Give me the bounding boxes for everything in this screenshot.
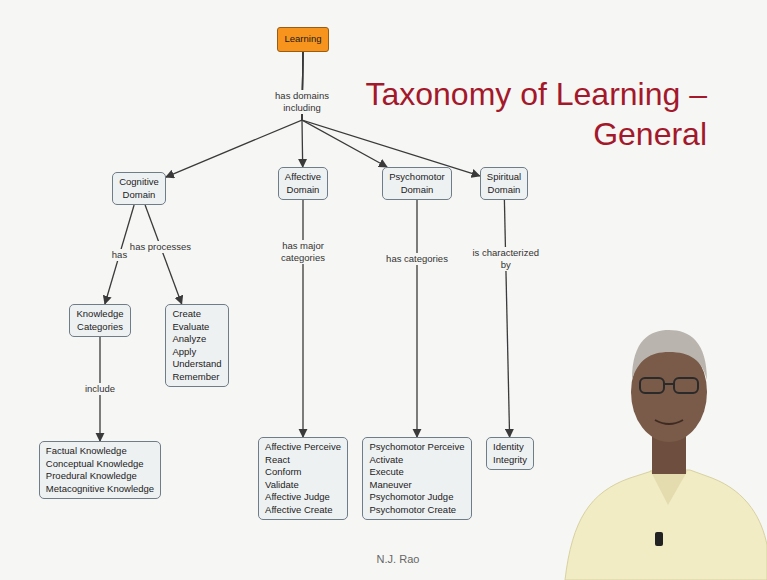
connector-arrow <box>416 200 417 437</box>
text-line: Psychomotor Create <box>369 504 464 517</box>
node-text: Psychomotor Perceive Activate Execute Ma… <box>369 441 464 516</box>
node-text: Create Evaluate Analyze Apply Understand… <box>172 308 221 383</box>
connector-arrow <box>145 205 182 304</box>
concept-box: Identity Integrity <box>486 437 534 470</box>
text-line: Execute <box>369 466 464 479</box>
text-line: Psychomotor <box>389 171 444 184</box>
text-line: Conform <box>265 466 341 479</box>
text-line: is characterized <box>472 247 539 259</box>
connector-arrow <box>302 200 303 437</box>
connector-arrow <box>166 52 303 178</box>
text-line: Affective Judge <box>265 491 341 504</box>
text-line: Create <box>172 308 221 321</box>
text-line: Factual Knowledge <box>46 445 154 458</box>
node-text: Identity Integrity <box>493 441 527 466</box>
text-line: Domain <box>389 184 444 197</box>
concept-box: Knowledge Categories <box>69 304 130 337</box>
text-line: Integrity <box>493 454 527 467</box>
concept-box: Affective Perceive React Conform Validat… <box>258 437 348 520</box>
text-line: by <box>472 259 539 271</box>
text-line: Categories <box>76 321 123 334</box>
concept-box: Create Evaluate Analyze Apply Understand… <box>165 304 228 387</box>
text-line: Affective <box>285 171 321 184</box>
text-line: Affective Create <box>265 504 341 517</box>
concept-box: Cognitive Domain <box>112 172 166 205</box>
text-line: Evaluate <box>172 321 221 334</box>
root-concept-box: Learning <box>277 27 330 52</box>
node-text: Cognitive Domain <box>119 176 159 201</box>
concept-box: Affective Domain <box>278 167 328 200</box>
concept-box: Psychomotor Domain <box>382 167 451 200</box>
connector-arrow <box>105 205 134 304</box>
text-line: categories <box>281 252 325 264</box>
text-line: Maneuver <box>369 479 464 492</box>
link-phrase: has categories <box>384 253 450 265</box>
text-line: Apply <box>172 346 221 359</box>
text-line: Cognitive <box>119 176 159 189</box>
link-phrase: include <box>83 383 117 395</box>
text-line: has domains <box>275 90 329 102</box>
text-line: Conceptual Knowledge <box>46 458 154 471</box>
text-line: Identity <box>493 441 527 454</box>
text-line: Analyze <box>172 333 221 346</box>
text-line: Activate <box>369 454 464 467</box>
concept-box: Spiritual Domain <box>480 167 528 200</box>
text-line: Psychomotor Judge <box>369 491 464 504</box>
text-line: including <box>275 102 329 114</box>
text-line: React <box>265 454 341 467</box>
text-line: General <box>365 114 707 154</box>
text-line: Domain <box>285 184 321 197</box>
node-text: Affective Domain <box>285 171 321 196</box>
slide-title: Taxonomy of Learning – General <box>365 74 707 154</box>
text-line: has major <box>281 240 325 252</box>
text-line: Affective Perceive <box>265 441 341 454</box>
node-text: Knowledge Categories <box>76 308 123 333</box>
link-phrase: has domains including <box>273 90 331 114</box>
text-line: Taxonomy of Learning – <box>365 74 707 114</box>
author-credit: N.J. Rao <box>377 553 420 565</box>
link-phrase: has <box>110 249 129 261</box>
text-line: Proedural Knowledge <box>46 470 154 483</box>
link-phrase: is characterized by <box>470 247 541 271</box>
node-text: Spiritual Domain <box>487 171 521 196</box>
link-phrase: has processes <box>128 241 193 253</box>
node-text: Factual Knowledge Conceptual Knowledge P… <box>46 445 154 495</box>
connector-arrow <box>504 200 509 437</box>
text-line: Spiritual <box>487 171 521 184</box>
link-phrase: has major categories <box>279 240 327 264</box>
text-line: Metacognitive Knowledge <box>46 483 154 496</box>
node-text: Learning <box>285 33 322 46</box>
node-text: Psychomotor Domain <box>389 171 444 196</box>
text-line: Knowledge <box>76 308 123 321</box>
text-line: Remember <box>172 371 221 384</box>
text-line: Domain <box>119 189 159 202</box>
concept-box: Factual Knowledge Conceptual Knowledge P… <box>39 441 161 499</box>
text-line: Domain <box>487 184 521 197</box>
node-text: Affective Perceive React Conform Validat… <box>265 441 341 516</box>
text-line: Validate <box>265 479 341 492</box>
concept-box: Psychomotor Perceive Activate Execute Ma… <box>362 437 471 520</box>
text-line: Understand <box>172 358 221 371</box>
text-line: Psychomotor Perceive <box>369 441 464 454</box>
